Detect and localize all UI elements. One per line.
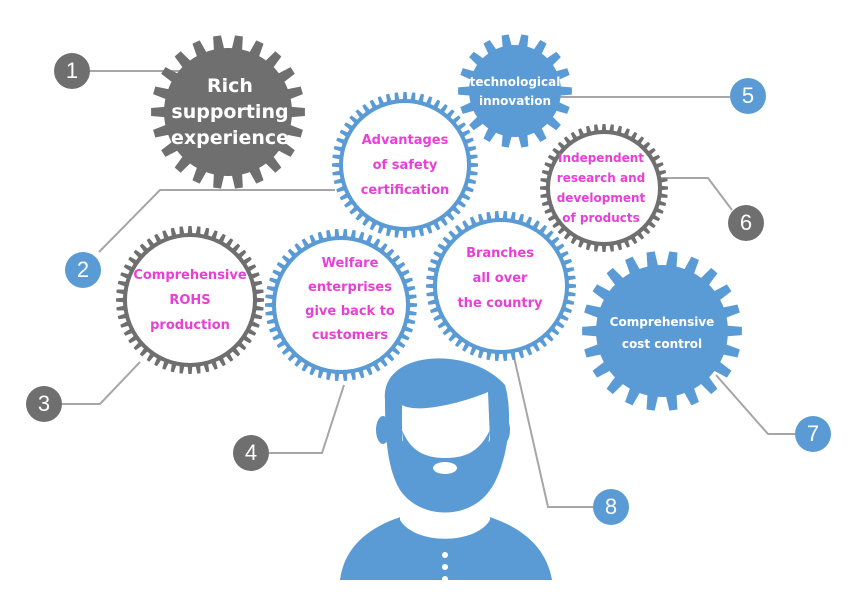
gear-4-line-1: Welfare — [321, 256, 379, 271]
badge-4: 4 — [233, 435, 269, 471]
badge-8: 8 — [593, 489, 629, 525]
gear-6-line-3: development — [556, 191, 646, 205]
gear-1-line-3: experience — [170, 127, 290, 149]
person-icon-ear-right — [496, 416, 510, 444]
badge-7-number: 7 — [806, 421, 820, 446]
connector-4 — [269, 384, 345, 454]
connector-7 — [715, 374, 795, 435]
gear-3-line-1: Comprehensive — [133, 267, 247, 283]
connector-3 — [60, 361, 141, 405]
gear-6-line-1: Independent — [557, 151, 644, 165]
gear-2-safety-certification-face — [343, 103, 467, 227]
gear-1-line-2: supporting — [171, 101, 289, 123]
badge-8-number: 8 — [604, 494, 618, 519]
gear-3-line-3: production — [150, 317, 230, 333]
gear-2-label: Advantages of safety certification — [345, 120, 465, 210]
person-icon-button-1 — [442, 552, 448, 558]
person-icon-shoulders — [340, 512, 552, 580]
gear-5-technological-innovation — [458, 34, 572, 148]
badge-2-number: 2 — [76, 257, 90, 282]
gear-4-line-3: give back to — [305, 304, 395, 319]
gear-3-line-2: ROHS — [169, 292, 211, 308]
connector-6 — [660, 177, 733, 211]
gear-6-line-4: of products — [562, 211, 640, 225]
connector-2 — [98, 189, 335, 253]
badge-2: 2 — [65, 252, 101, 288]
gear-2-line-3: certification — [360, 182, 450, 198]
person-icon-button-2 — [442, 564, 448, 570]
gear-8-line-2: all over — [472, 270, 528, 286]
badge-3: 3 — [26, 386, 62, 422]
gear-4-welfare-enterprises-face — [276, 240, 406, 370]
gear-7-cost-control — [582, 251, 742, 411]
gear-5-line-2: innovation — [478, 94, 551, 108]
gear-2-line-2: of safety — [372, 157, 438, 173]
gear-8-label: Branches all over the country — [445, 238, 555, 318]
badge-1-number: 1 — [65, 58, 79, 83]
person-icon-ear-left — [376, 416, 390, 444]
gear-8-branches-face — [437, 222, 565, 350]
gear-5-line-1: technological — [469, 75, 561, 89]
gear-8-line-3: the country — [457, 295, 543, 311]
person-icon-button-3 — [442, 576, 448, 582]
badge-4-number: 4 — [244, 440, 258, 465]
badge-7: 7 — [795, 416, 831, 452]
gear-5-label: technological innovation — [465, 70, 565, 114]
badge-6-number: 6 — [739, 210, 753, 235]
gear-7-line-1: Comprehensive — [609, 315, 715, 329]
gear-6-line-2: research and — [556, 171, 646, 185]
gear-4-label: Welfare enterprises give back to customers — [290, 250, 410, 350]
badge-6: 6 — [728, 205, 764, 241]
gear-6-label: Independent research and development of pro… — [546, 148, 656, 228]
person-icon-mouth — [433, 462, 457, 474]
gear-2-line-1: Advantages — [361, 132, 449, 148]
gear-1-label: Rich supporting experience — [170, 62, 290, 162]
gear-7-line-2: cost control — [621, 337, 703, 351]
gear-4-line-4: customers — [311, 328, 389, 343]
gear-6-independent-research-face — [550, 134, 658, 242]
gear-8-line-1: Branches — [466, 245, 534, 261]
badge-1: 1 — [54, 53, 90, 89]
badge-5: 5 — [730, 78, 766, 114]
badge-3-number: 3 — [37, 391, 51, 416]
connector-8 — [513, 356, 593, 508]
gear-3-rohs-production-face — [127, 237, 253, 363]
person-icon-face — [402, 392, 490, 462]
gear-1-rich-supporting-experience — [151, 35, 305, 189]
badge-5-number: 5 — [741, 83, 755, 108]
gear-7-label: Comprehensive cost control — [600, 308, 724, 358]
gear-4-line-2: enterprises — [308, 280, 392, 295]
gear-1-line-1: Rich — [207, 75, 253, 97]
